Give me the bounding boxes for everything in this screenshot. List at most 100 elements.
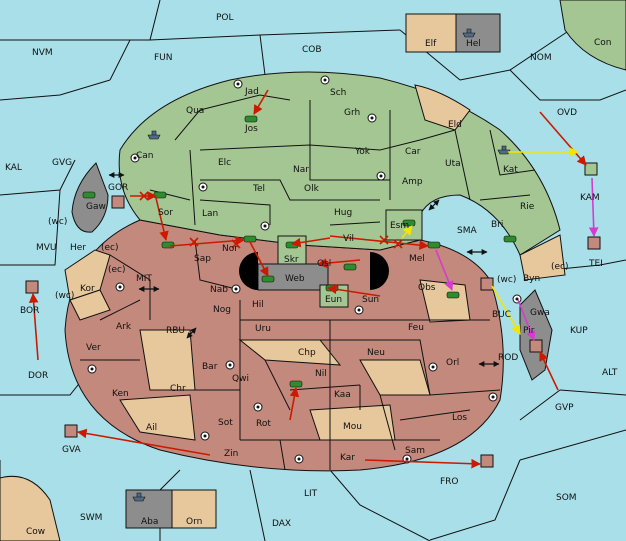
sea-label: FUN	[154, 53, 173, 63]
fleet-unit-box	[64, 424, 78, 438]
sea-label: Con	[594, 38, 612, 48]
army-unit-icon	[261, 275, 275, 283]
land-label: Nog	[213, 305, 231, 315]
black-arc-left	[239, 252, 258, 290]
land-label: Zin	[224, 449, 238, 459]
fleet-unit-icon	[462, 28, 476, 38]
coast-label: (wc)	[48, 217, 67, 227]
sea-label: GVP	[555, 403, 574, 413]
supply-center-marker	[115, 282, 125, 292]
land-label: Ver	[86, 343, 101, 353]
passage-arrows	[108, 172, 500, 367]
land-label: Orl	[446, 358, 459, 368]
supply-center-marker	[376, 171, 386, 181]
land-label: Hil	[252, 300, 264, 310]
sea-label: SWM	[80, 513, 102, 523]
fleet-unit-box	[587, 236, 601, 250]
fleet-unit-box	[111, 195, 125, 209]
order-arrow	[289, 387, 300, 421]
order-arrow	[539, 351, 559, 391]
land-label: Tel	[252, 184, 265, 194]
territory-chr[interactable]	[139, 329, 196, 391]
land-label: Gaw	[86, 202, 106, 212]
supply-center-marker	[488, 392, 498, 402]
territory-orn[interactable]	[171, 489, 217, 529]
land-label: Yok	[354, 147, 371, 157]
land-label: Orn	[186, 517, 202, 527]
sea-label: KAM	[580, 193, 600, 203]
army-unit-icon	[82, 191, 96, 199]
order-arrow	[291, 237, 331, 248]
land-label: Kar	[340, 453, 355, 463]
territory-byn[interactable]	[519, 234, 566, 281]
failed-move-x	[231, 239, 241, 249]
supply-center-marker	[233, 79, 243, 89]
order-arrow	[253, 89, 269, 115]
land-label: Rie	[520, 202, 535, 212]
fleet-unit-box	[529, 339, 543, 353]
order-arrow	[28, 293, 39, 361]
convoy-order-arrows	[435, 177, 599, 341]
fleet-unit-box	[25, 280, 39, 294]
land-label: Gwa	[530, 308, 550, 318]
supply-center-marker	[225, 360, 235, 370]
sea-label: ALT	[602, 368, 618, 378]
fleet-unit-icon	[132, 492, 146, 502]
territory-kor[interactable]	[69, 289, 111, 321]
sea-label: GVG	[52, 158, 72, 168]
territory-her[interactable]	[64, 249, 111, 301]
land-label: Sot	[218, 418, 233, 428]
army-unit-icon	[503, 235, 517, 243]
passage-arrow	[186, 327, 197, 339]
supply-center-marker	[512, 294, 522, 304]
sea-label: GVA	[62, 445, 82, 455]
order-arrow	[364, 458, 481, 469]
sea-label: TEI	[588, 259, 603, 269]
convoy-arrow	[435, 249, 454, 291]
land-label: Byn	[523, 274, 540, 284]
coast-labels: (wc) (ec) (ec) (wc) (wc) (ec)	[48, 217, 569, 301]
sea-label: OVD	[557, 108, 577, 118]
failed-move-x	[379, 235, 389, 245]
land-label: Rot	[256, 419, 271, 429]
territory-eld[interactable]	[414, 84, 471, 131]
land-label: Hug	[334, 208, 352, 218]
failed-move-x	[393, 239, 403, 249]
land-label: Los	[452, 413, 467, 423]
supply-center-marker	[87, 364, 97, 374]
territory-ail[interactable]	[119, 394, 196, 441]
sea-labels: POL NVM FUN COB NOM Con KAL GVG OVD MVU …	[5, 13, 618, 537]
black-arc-right	[370, 252, 389, 290]
order-arrow	[327, 284, 381, 297]
order-arrow	[77, 428, 211, 456]
land-label: Hel	[466, 39, 481, 49]
sea-label: COB	[302, 45, 322, 55]
land-label: Chr	[170, 384, 186, 394]
army-unit-icon	[289, 380, 303, 388]
land-label: Skr	[284, 255, 299, 265]
sea-label: Cow	[26, 527, 45, 537]
land-label: Feu	[408, 323, 424, 333]
army-unit-icon	[446, 291, 460, 299]
land-label: Esm	[390, 221, 409, 231]
land-label: Nor	[222, 244, 238, 254]
supply-center-marker	[198, 182, 208, 192]
sea-label: NVM	[32, 48, 53, 58]
land-label: Amp	[402, 177, 423, 187]
supply-center-marker	[320, 75, 330, 85]
sea-label: SOM	[556, 493, 577, 503]
failed-move-marks	[139, 191, 403, 249]
fleet-unit-box	[480, 277, 494, 291]
support-arrow	[401, 225, 413, 239]
supply-center-marker	[354, 305, 364, 315]
land-label: Grh	[344, 108, 360, 118]
order-arrow	[155, 197, 169, 241]
land-label: Sor	[158, 208, 173, 218]
territory-cow[interactable]	[0, 475, 61, 541]
supply-center-marker	[367, 113, 377, 123]
army-unit-icon	[243, 235, 257, 243]
land-label: Ken	[112, 389, 129, 399]
support-order-arrows	[401, 147, 579, 335]
order-arrow	[249, 241, 269, 277]
